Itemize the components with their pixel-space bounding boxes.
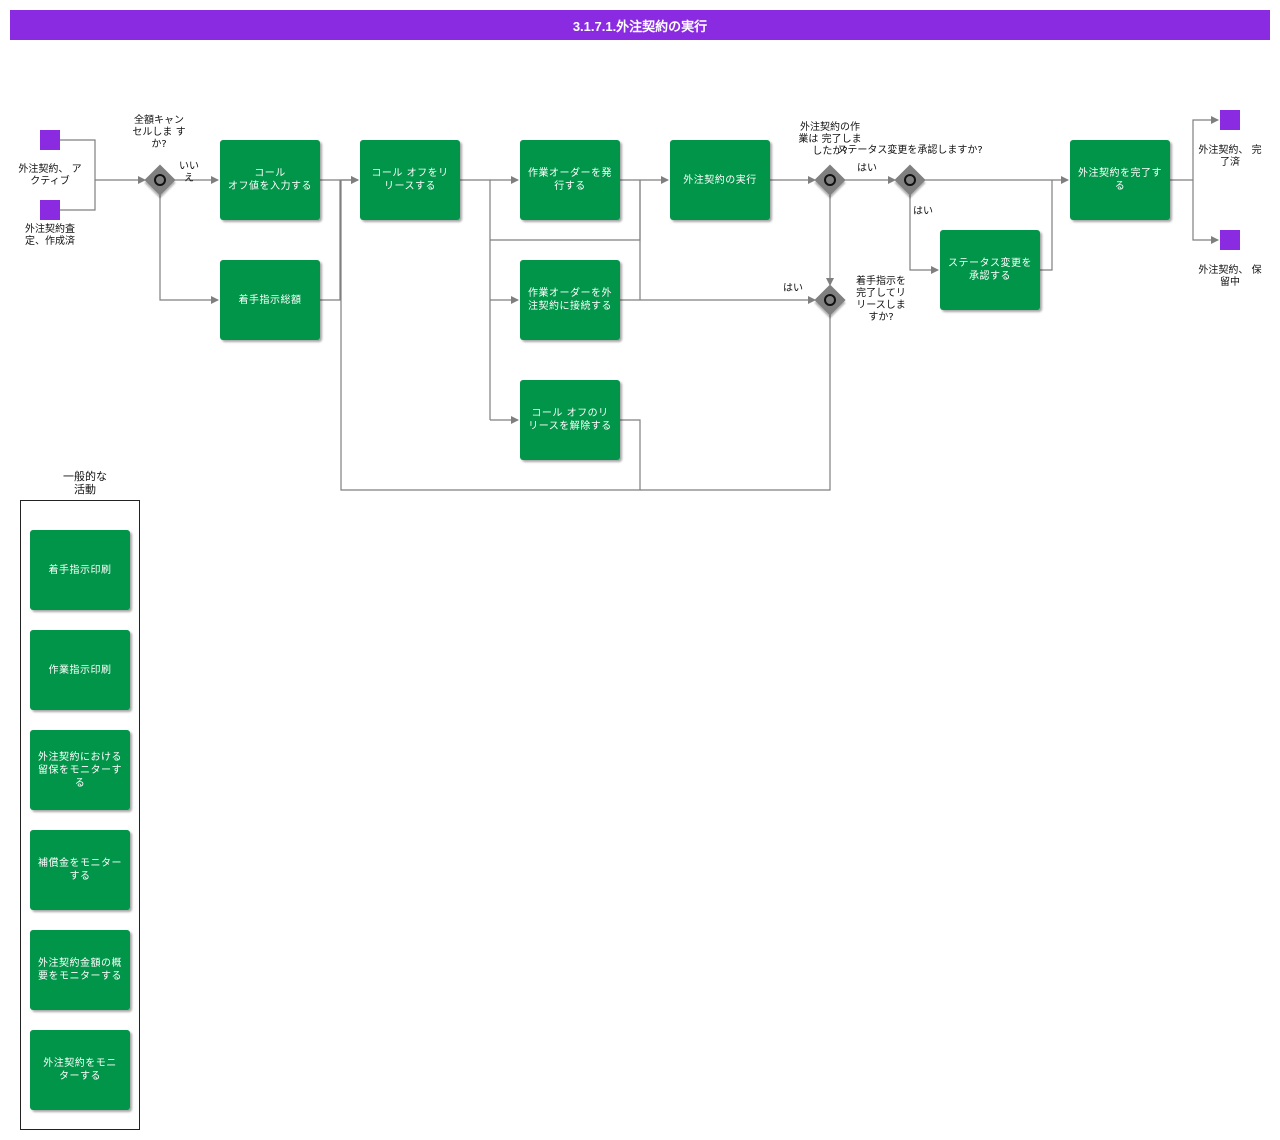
start-event-active [40,130,60,150]
flow-total-merge [320,180,341,301]
gateway-full-cancel-question: 全額キャン セルしま す か? [132,115,186,150]
task-release-calloff[interactable]: コール オフをリ リースする [360,140,460,220]
general-activities-pool [20,500,140,1130]
task-unrelease-calloff[interactable]: コール オフのリ リースを解除する [520,380,620,460]
flow-complete-split [1170,116,1219,181]
gateway-full-cancel-no-label: いい え [179,161,199,184]
flow-g1-yes [159,193,219,304]
end-event-hold [1220,230,1240,250]
flow-g4-loop [640,313,831,491]
start-event-assessed [40,200,60,220]
general-activity-monitor-contract[interactable]: 外注契約をモニ ターする [30,1030,130,1110]
gateway-release-start-yes-label: はい [783,283,803,294]
end-event-hold-label: 外注契約、 保 留中 [1198,265,1262,288]
task-connect-work-order[interactable]: 作業オーダーを外 注契約に接続する [520,260,620,340]
gateway-work-done-yes-label: はい [857,163,877,174]
gateway-approve-status-yes-label: はい [913,206,933,217]
task-issue-work-order[interactable]: 作業オーダーを発 行する [520,140,620,220]
general-activity-monitor-amount[interactable]: 外注契約金額の概 要をモニターする [30,930,130,1010]
task-approve-status[interactable]: ステータス変更を 承認する [940,230,1040,310]
end-event-completed [1220,110,1240,130]
start-event-active-label: 外注契約、 ア クティブ [18,164,82,187]
general-activity-print-work[interactable]: 作業指示印刷 [30,630,130,710]
flow-start-assessed [60,180,96,211]
general-activities-header: 一般的な 活動 [63,470,107,496]
gateway-approve-status-question: ステータス変更を承認しますか? [837,145,983,156]
flow-complete-hold [1192,180,1219,244]
task-complete-contract[interactable]: 外注契約を完了す る [1070,140,1170,220]
task-enter-calloff[interactable]: コール オフ値を入力する [220,140,320,220]
general-activity-monitor-compensation[interactable]: 補償金をモニター する [30,830,130,910]
task-execute-contract[interactable]: 外注契約の実行 [670,140,770,220]
general-activity-monitor-retention[interactable]: 外注契約における 留保をモニターす る [30,730,130,810]
end-event-completed-label: 外注契約、 完 了済 [1198,145,1262,168]
gateway-release-start-question: 着手指示を 完了してリ リースしま すか? [856,276,906,323]
flow-unrelease-loop [340,176,641,491]
flow-release-split [460,179,491,420]
start-event-assessed-label: 外注契約査 定、作成済 [25,224,75,247]
task-start-total[interactable]: 着手指示総額 [220,260,320,340]
flow-g3-yes [909,193,939,274]
general-activity-print-start[interactable]: 着手指示印刷 [30,530,130,610]
flow-start-active [60,139,146,184]
gateway-work-done-question: 外注契約の作 業は 完了しま したか? [798,122,862,157]
diagram-title: 3.1.7.1.外注契約の実行 [10,10,1270,40]
flow-approve-complete [1040,180,1053,271]
